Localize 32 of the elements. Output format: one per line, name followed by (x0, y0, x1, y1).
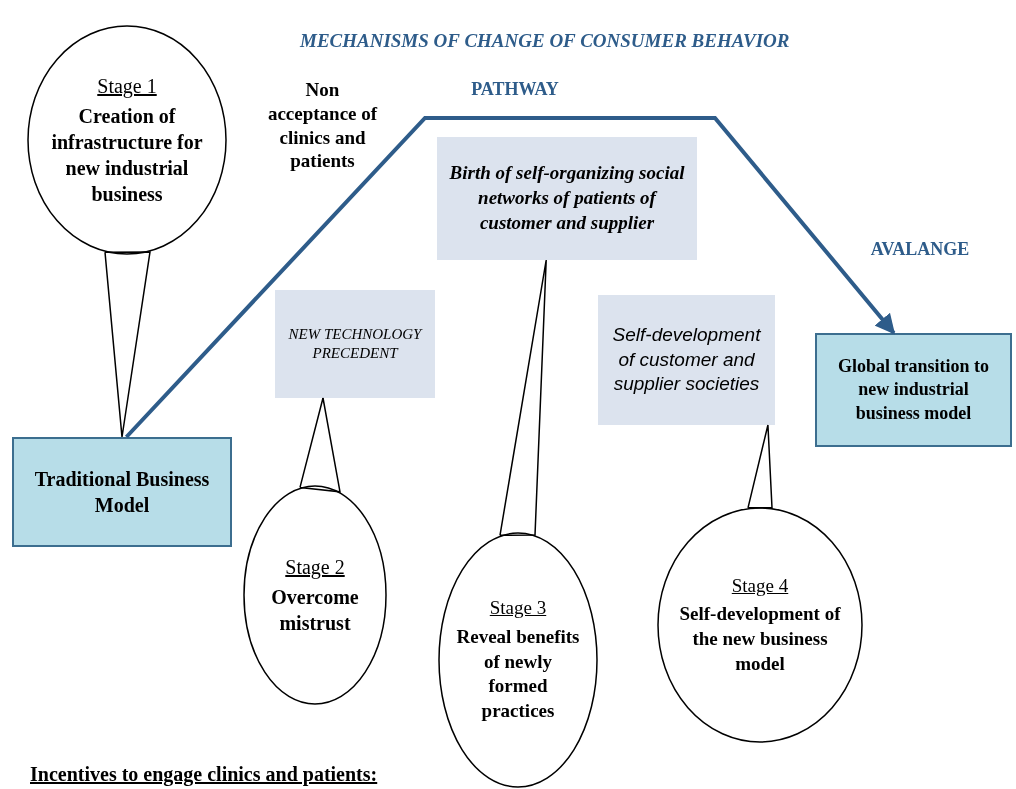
section-heading: Incentives to engage clinics and patients: (30, 762, 379, 787)
note-box (275, 290, 435, 398)
stage-label: Stage 1 (97, 74, 157, 99)
stage-description: Overcome mistrust (270, 585, 360, 636)
arrow (124, 116, 896, 439)
stage-label: Stage 3 (489, 596, 547, 621)
note-box (598, 295, 775, 425)
speech-bubble (438, 532, 598, 788)
box-text: Self-development of customer and supplier societies (611, 322, 762, 397)
bubble-tail (299, 397, 341, 493)
annotation-text: Non acceptance of clinics and patients (266, 78, 379, 173)
box-text: Global transition to new industrial business model (837, 354, 990, 425)
stage-description: Creation of infrastructure for new industrial business (50, 104, 204, 207)
process-box (12, 437, 232, 547)
box-text: NEW TECHNOLOGY PRECEDENT (287, 324, 423, 363)
box-text: Birth of self-organizing social networks of patients of customer and supplier (449, 161, 685, 235)
stage-description: Reveal benefits of newly formed practices (456, 624, 580, 724)
segment-label: PATHWAY (470, 78, 560, 101)
bubble-tail (747, 424, 773, 509)
stage-description: Self-development of the new business model (678, 602, 842, 676)
segment-label: AVALANGE (869, 238, 971, 261)
speech-bubble (657, 507, 863, 743)
stage-label: Stage 4 (731, 573, 789, 598)
speech-bubble (27, 25, 227, 255)
diagram-title: MECHANISMS OF CHANGE OF CONSUMER BEHAVIOR (300, 30, 790, 52)
bubble-tail (499, 259, 547, 537)
note-box (437, 137, 697, 260)
stage-label: Stage 2 (285, 555, 345, 580)
box-text: Traditional Business Model (33, 467, 211, 518)
speech-bubble (243, 485, 387, 705)
bubble-tail (104, 251, 151, 438)
process-box (815, 333, 1012, 447)
